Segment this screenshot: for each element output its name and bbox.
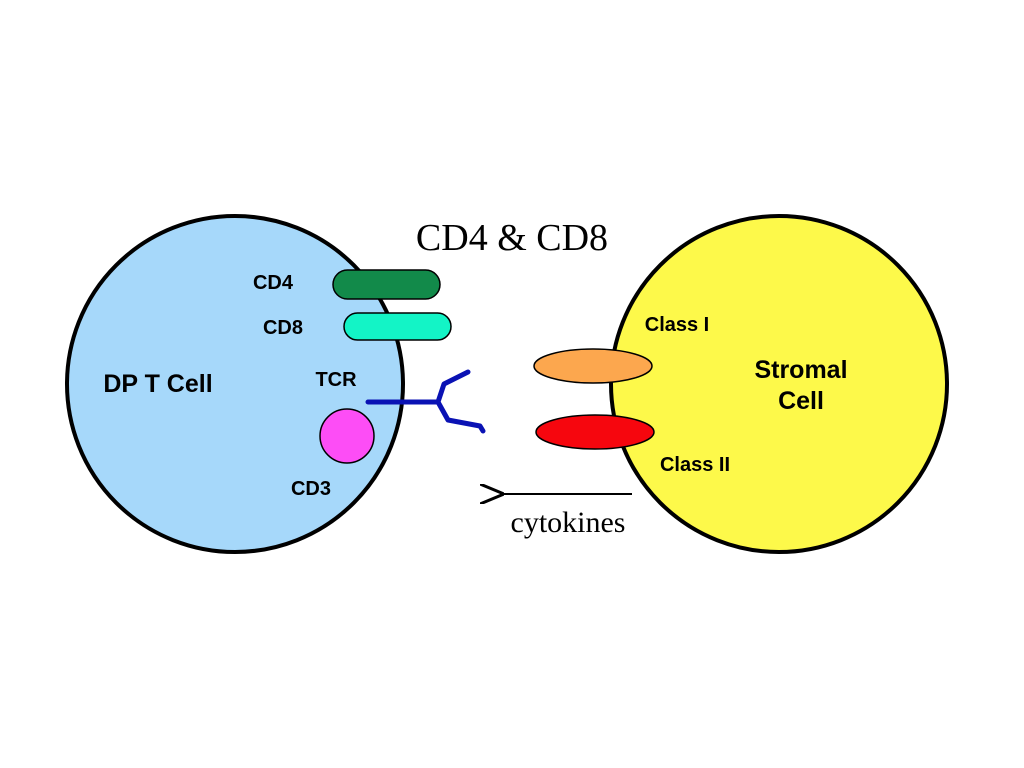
class2-molecule <box>535 414 655 450</box>
class2-label: Class II <box>660 454 730 476</box>
cd3-molecule <box>319 408 375 464</box>
stromal-label-line2: Cell <box>778 387 824 415</box>
cd8-molecule <box>343 312 452 341</box>
stromal-cell-circle <box>609 214 949 554</box>
cd8-label: CD8 <box>263 317 303 339</box>
class1-label: Class I <box>645 314 709 336</box>
class1-molecule <box>533 348 653 384</box>
t-cell-circle <box>65 214 405 554</box>
t-cell-label: DP T Cell <box>103 370 212 398</box>
tcr-receptor-icon <box>365 369 486 434</box>
stromal-label-line1: Stromal <box>754 356 847 384</box>
cd4-label: CD4 <box>253 272 294 294</box>
cytokines-label: cytokines <box>511 506 626 539</box>
tcr-label: TCR <box>315 369 357 391</box>
cd4-molecule <box>332 269 441 300</box>
diagram-title: CD4 & CD8 <box>416 217 608 259</box>
cd3-label: CD3 <box>291 478 331 500</box>
